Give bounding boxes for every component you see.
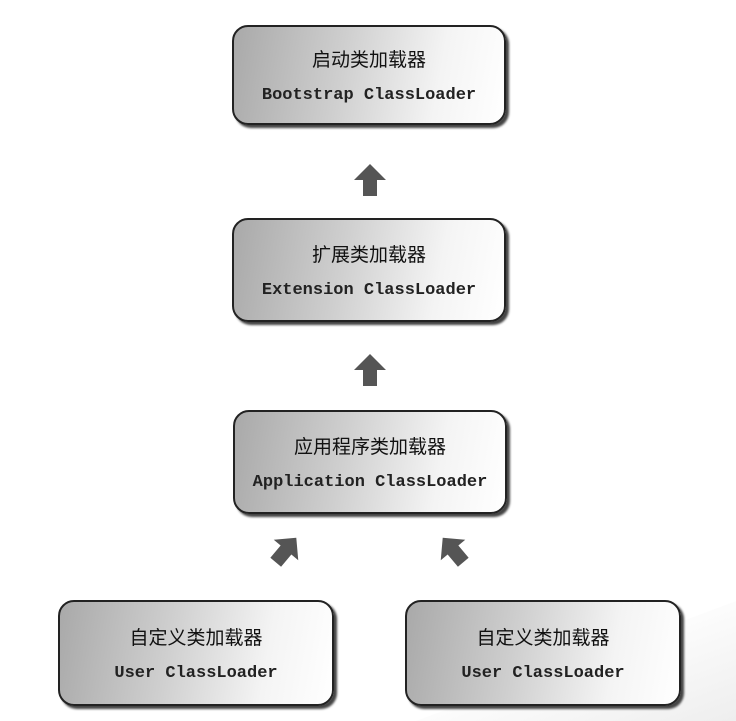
- box-subtitle: User ClassLoader: [114, 664, 278, 683]
- box-subtitle: Application ClassLoader: [252, 473, 488, 492]
- application-classloader-box: 应用程序类加载器 Application ClassLoader: [233, 410, 507, 514]
- box-title: 启动类加载器: [311, 49, 426, 71]
- box-title: 应用程序类加载器: [293, 436, 446, 458]
- up-arrow-icon: [354, 164, 386, 196]
- box-subtitle: Bootstrap ClassLoader: [261, 86, 477, 105]
- user-classloader-box-1: 自定义类加载器 User ClassLoader: [58, 600, 334, 706]
- diagonal-up-left-arrow-icon: [440, 537, 469, 567]
- box-subtitle: Extension ClassLoader: [261, 281, 477, 300]
- diagonal-up-right-arrow-icon: [270, 537, 299, 567]
- box-subtitle: User ClassLoader: [461, 664, 625, 683]
- box-title: 扩展类加载器: [311, 244, 426, 266]
- box-title: 自定义类加载器: [129, 627, 263, 649]
- user-classloader-box-2: 自定义类加载器 User ClassLoader: [405, 600, 681, 706]
- up-arrow-icon: [354, 354, 386, 386]
- extension-classloader-box: 扩展类加载器 Extension ClassLoader: [232, 218, 506, 322]
- bootstrap-classloader-box: 启动类加载器 Bootstrap ClassLoader: [232, 25, 506, 125]
- box-title: 自定义类加载器: [476, 627, 610, 649]
